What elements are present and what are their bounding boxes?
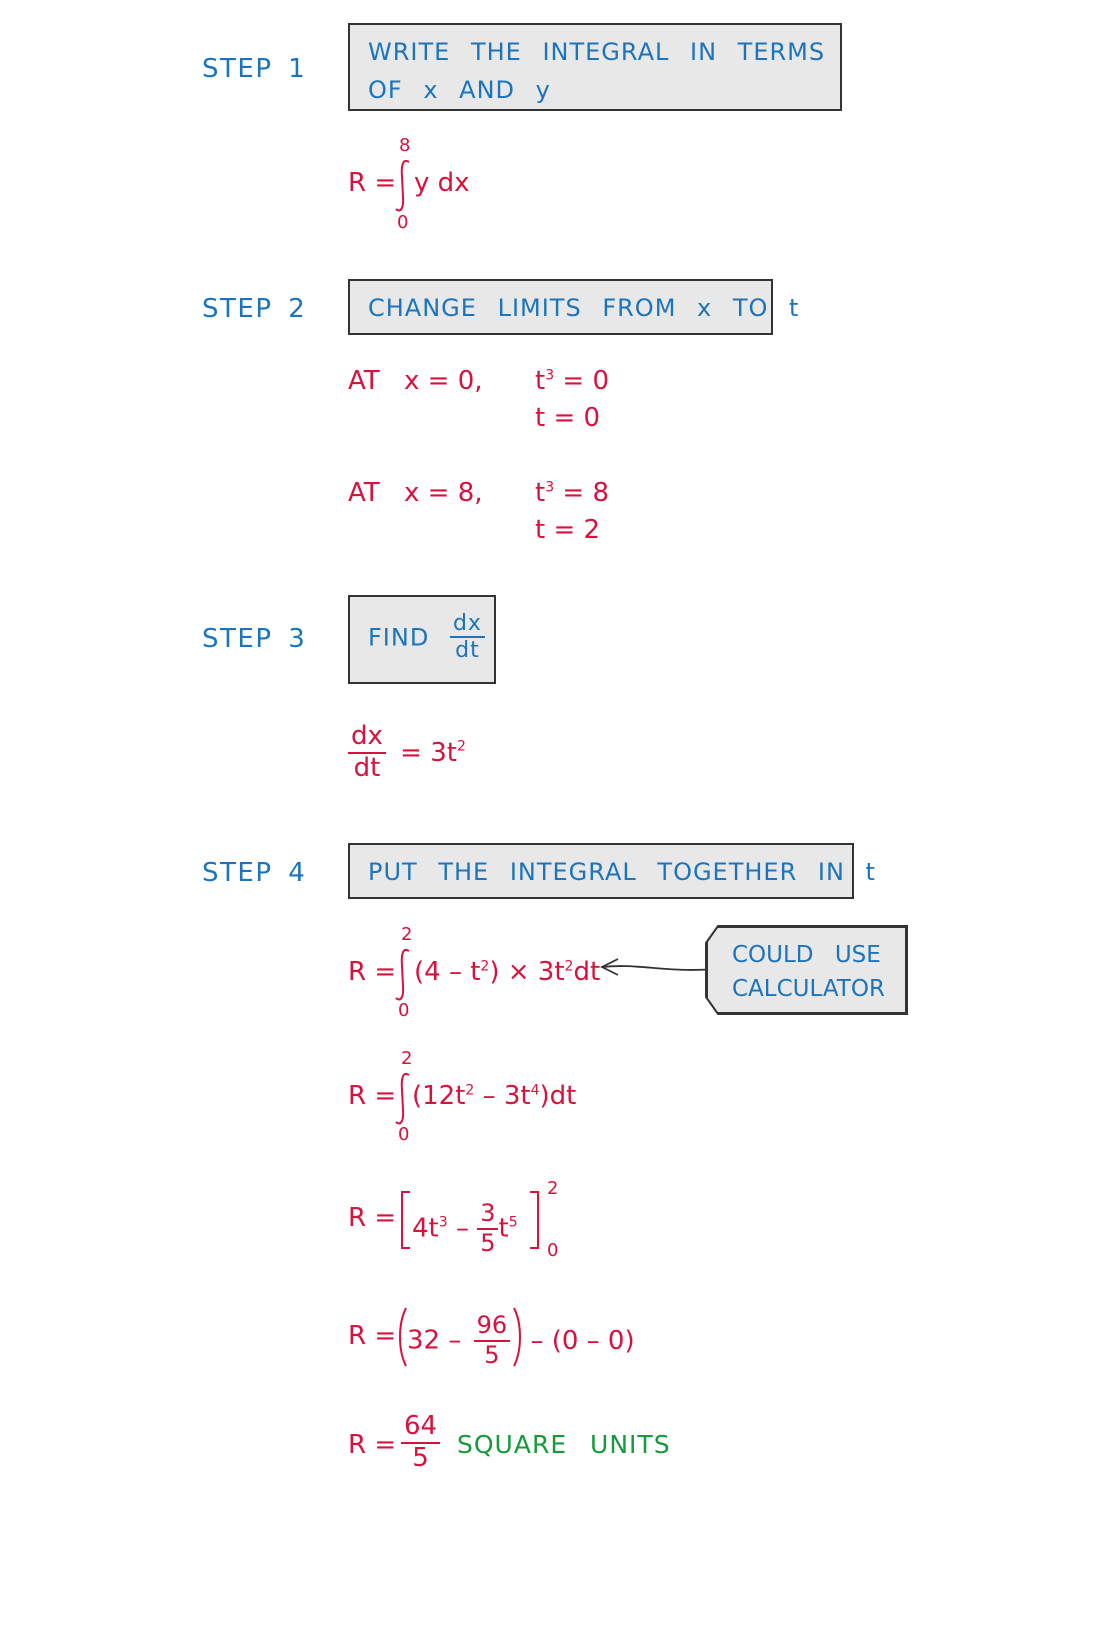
integral-sign-3 (395, 1072, 410, 1125)
step-2-box: CHANGE LIMITS FROM x TO t (348, 279, 798, 335)
integral-sign-1 (395, 159, 410, 212)
step-4-line-2-integrand: (12t2 – 3t4)dt (412, 1081, 577, 1111)
step-1-title: WRITE THE INTEGRAL IN TERMS OF x AND y (368, 38, 826, 104)
step-1-lhs: R = (348, 168, 397, 198)
derivative-line: dx dt = 3t2 (348, 721, 466, 784)
step-1-box: WRITE THE INTEGRAL IN TERMS OF x AND y (348, 23, 842, 111)
step-4-line-3-upper: 2 (547, 1178, 559, 1199)
step-4-line-1-lower: 0 (398, 1000, 410, 1021)
step-4-line-1-lhs: R = (348, 957, 397, 987)
step-4-line-1-integrand: (4 – t2) × 3t2dt (414, 957, 601, 987)
t-cubed-eq-2: t3 = 8 (535, 478, 609, 508)
step-2-title: CHANGE LIMITS FROM x TO t (368, 294, 800, 322)
evaluation-parentheses (399, 1307, 521, 1367)
t-cubed-eq-1: t3 = 0 (535, 366, 609, 396)
step-1-upper-limit: 8 (399, 135, 411, 156)
step-2-label: STEP 2 (202, 294, 307, 324)
step-1-lower-limit: 0 (397, 212, 409, 233)
t-eq-1: t = 0 (535, 403, 601, 433)
step-3-title: FIND (368, 623, 430, 652)
derivative-fraction: dx dt (348, 721, 386, 784)
evaluation-brackets (401, 1191, 539, 1249)
callout-outline (705, 925, 908, 1015)
calculator-callout: COULD USE CALCULATOR (706, 926, 907, 1014)
step-4-line-3-lower: 0 (547, 1240, 559, 1261)
step-4-line-4-lhs: R = (348, 1321, 397, 1351)
step-4-label: STEP 4 (202, 858, 307, 888)
step-4-line-2-lhs: R = (348, 1081, 397, 1111)
step-4-line-3-body: 4t3 – 3 5 t5 (412, 1199, 518, 1257)
callout-text: COULD USE CALCULATOR (732, 942, 885, 1002)
step-4-line-5-lhs: R = (348, 1430, 397, 1460)
final-units: SQUARE UNITS (457, 1430, 671, 1459)
step-1-label: STEP 1 (202, 54, 307, 84)
ninety-six-fifths-fraction: 96 5 (473, 1311, 511, 1369)
three-fifths-fraction: 3 5 (477, 1199, 499, 1257)
step-4-line-4-body: 32 – 96 5 – (0 – 0) (407, 1311, 635, 1369)
step-4-title: PUT THE INTEGRAL TOGETHER IN t (368, 858, 876, 886)
x-value-2: x = 8, (404, 478, 483, 508)
step-4-box: PUT THE INTEGRAL TOGETHER IN t (348, 843, 875, 899)
at-label-2: AT (348, 478, 380, 508)
integral-sign-2 (395, 948, 410, 1001)
step-4-line-2-lower: 0 (398, 1124, 410, 1145)
x-value-1: x = 0, (404, 366, 483, 396)
dx-dt-fraction: dx dt (449, 611, 485, 664)
at-label-1: AT (348, 366, 380, 396)
t-eq-2: t = 2 (535, 515, 601, 545)
step-3-label: STEP 3 (202, 624, 307, 654)
step-3-box: FIND dx dt (348, 595, 496, 684)
step-4-line-2-upper: 2 (401, 1048, 413, 1069)
step-4-line-3-lhs: R = (348, 1203, 397, 1233)
step-4-line-1-upper: 2 (401, 924, 413, 945)
final-fraction: 64 5 (401, 1411, 441, 1474)
step-1-integrand: y dx (414, 168, 470, 198)
